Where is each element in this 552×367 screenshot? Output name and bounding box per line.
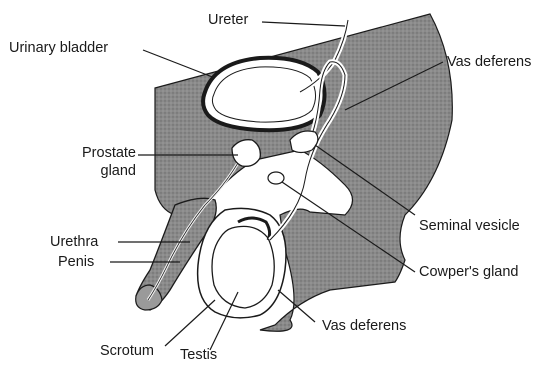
label-vas-deferens-bottom: Vas deferens (322, 318, 406, 335)
label-testis: Testis (180, 347, 217, 364)
label-scrotum: Scrotum (100, 343, 154, 360)
label-urinary-bladder: Urinary bladder (9, 40, 108, 57)
label-penis: Penis (58, 254, 94, 271)
cowpers-gland-shape (268, 172, 284, 184)
label-vas-deferens-top: Vas deferens (447, 54, 531, 71)
label-prostate-line1: Prostate (66, 145, 136, 162)
label-prostate-line2: gland (66, 163, 136, 180)
label-seminal-vesicle: Seminal vesicle (419, 218, 520, 235)
leader-ureter (262, 22, 345, 26)
testis-shape (212, 226, 274, 308)
leader-urinary-bladder (143, 50, 215, 78)
leader-scrotum (165, 300, 215, 346)
label-cowpers-gland: Cowper's gland (419, 264, 519, 281)
label-ureter: Ureter (208, 12, 248, 29)
prostate-gland-shape (232, 140, 260, 167)
label-urethra: Urethra (50, 234, 98, 251)
